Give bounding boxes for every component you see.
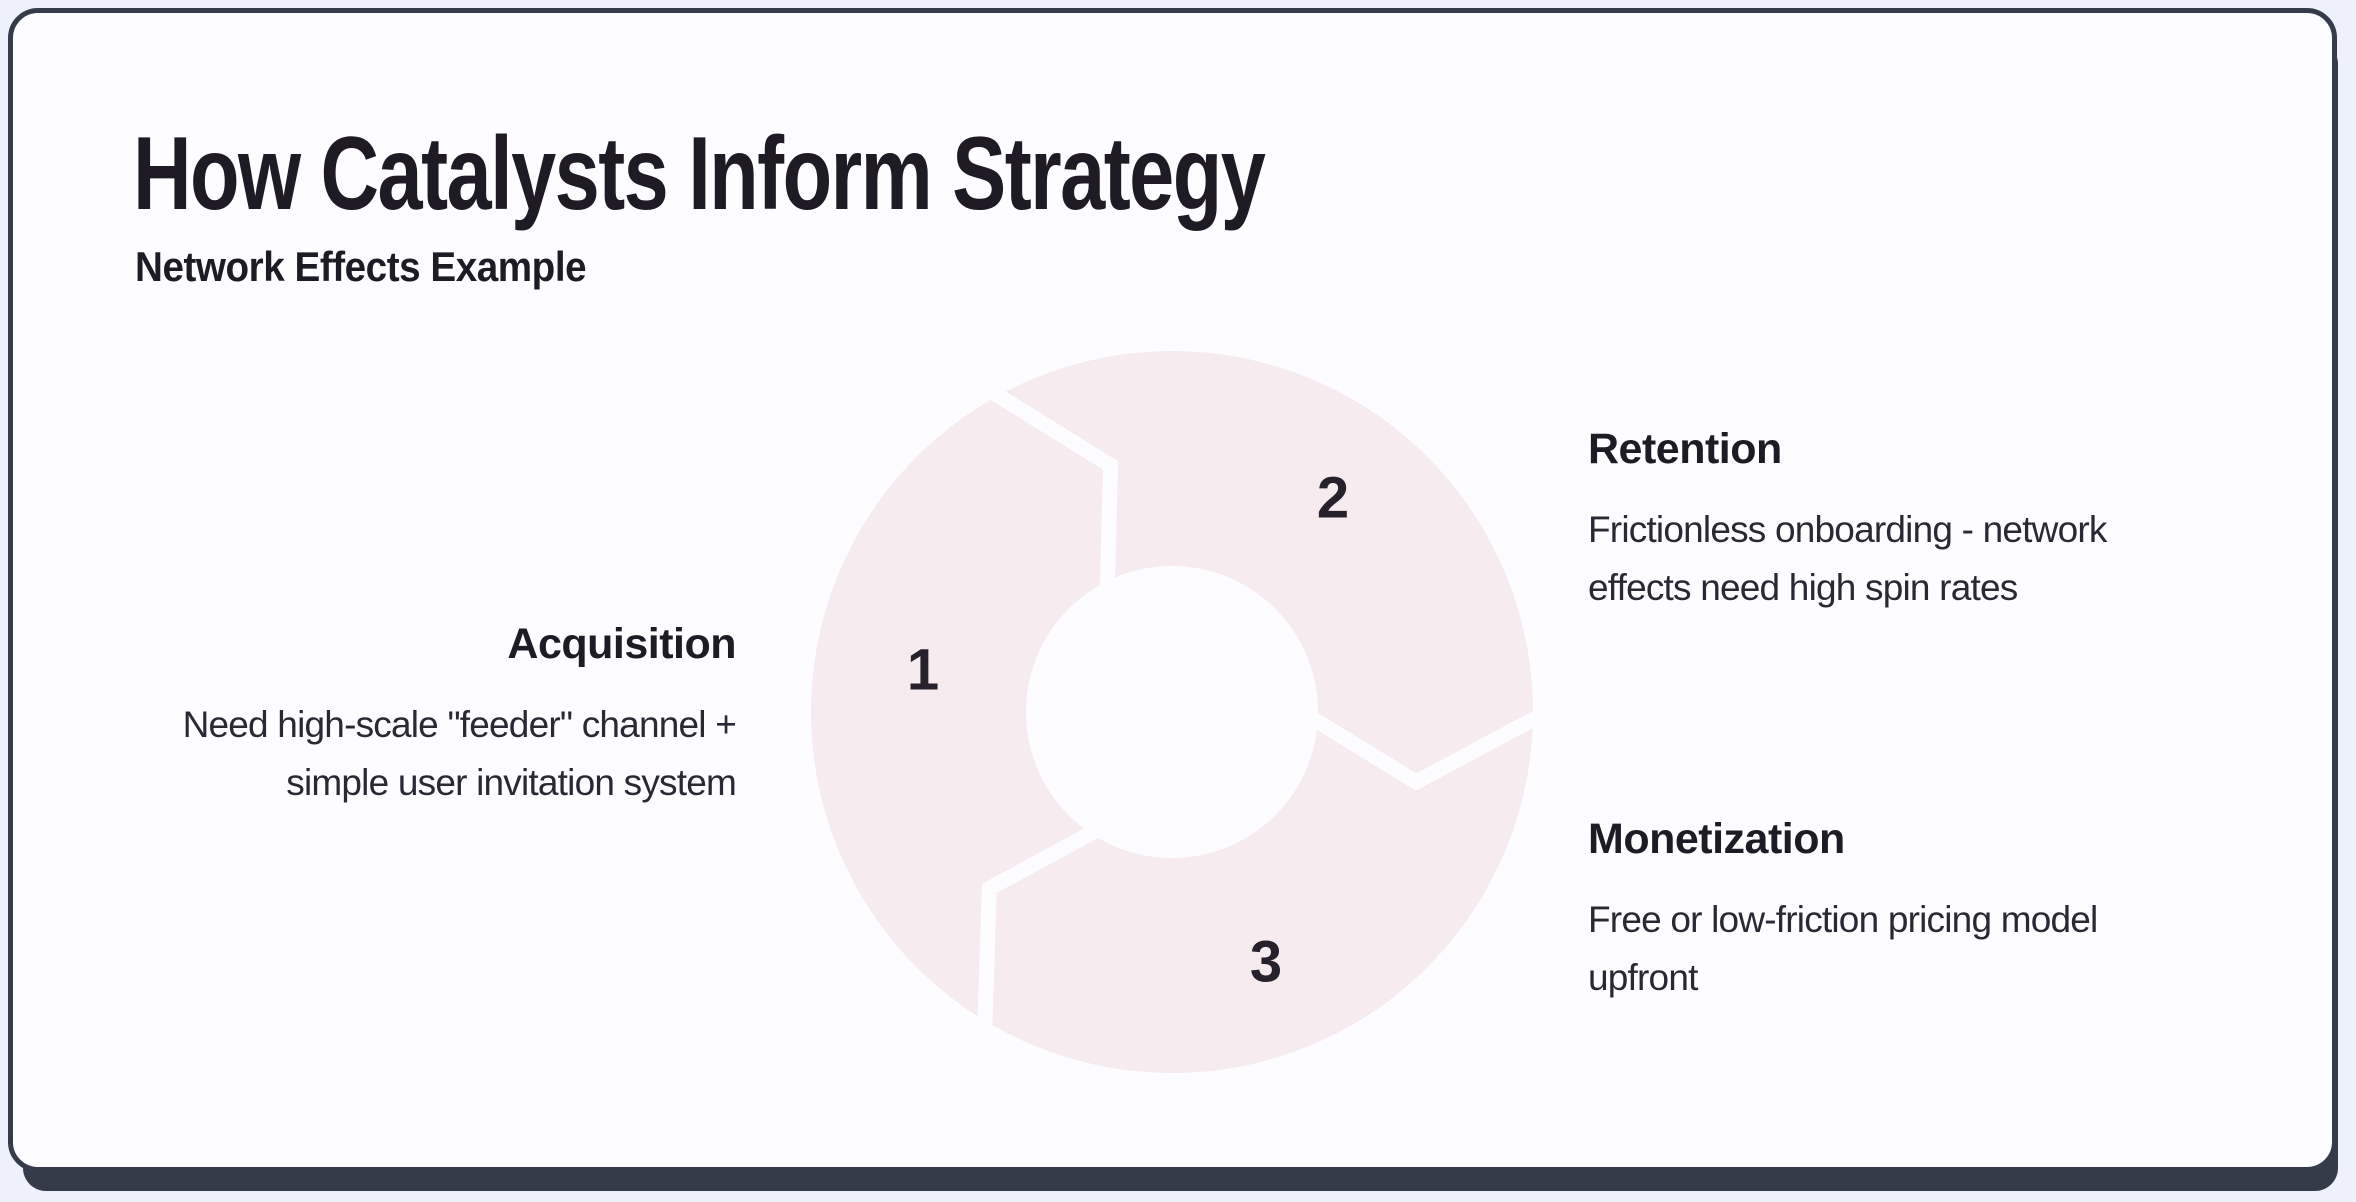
segment-divider-bottom-left	[977, 818, 1111, 1038]
section-body-line: simple user invitation system	[286, 762, 737, 803]
section-body-line: upfront	[1588, 957, 1698, 998]
segment-divider-top	[980, 380, 1119, 600]
section-body-line: Frictionless onboarding - network	[1588, 509, 2107, 550]
section-acquisition: Acquisition Need high-scale "feeder" cha…	[0, 618, 737, 803]
section-body-line: effects need high spin rates	[1588, 567, 2018, 608]
section-monetization-body: Free or low-friction pricing model upfro…	[1588, 891, 2328, 1007]
section-monetization: Monetization Free or low-friction pricin…	[1588, 813, 2328, 998]
cycle-diagram: 1 2 3	[811, 351, 1551, 1073]
step-number-1: 1	[907, 638, 939, 703]
slide-subtitle: Network Effects Example	[135, 243, 587, 290]
slide-card: How Catalysts Inform Strategy Network Ef…	[8, 8, 2337, 1172]
section-retention: Retention Frictionless onboarding - netw…	[1588, 423, 2328, 608]
section-retention-body: Frictionless onboarding - network effect…	[1588, 501, 2328, 617]
step-number-2: 2	[1317, 466, 1349, 531]
slide-title: How Catalysts Inform Strategy	[133, 116, 1266, 232]
step-number-3: 3	[1250, 930, 1282, 995]
donut-ring	[811, 351, 1533, 1073]
section-body-line: Free or low-friction pricing model	[1588, 899, 2098, 940]
section-retention-heading: Retention	[1588, 425, 1782, 473]
section-acquisition-body: Need high-scale "feeder" channel + simpl…	[0, 696, 737, 812]
section-body-line: Need high-scale "feeder" channel +	[182, 704, 737, 745]
section-acquisition-heading: Acquisition	[507, 620, 736, 668]
section-monetization-heading: Monetization	[1588, 815, 1845, 863]
segment-divider-right	[1298, 705, 1551, 791]
